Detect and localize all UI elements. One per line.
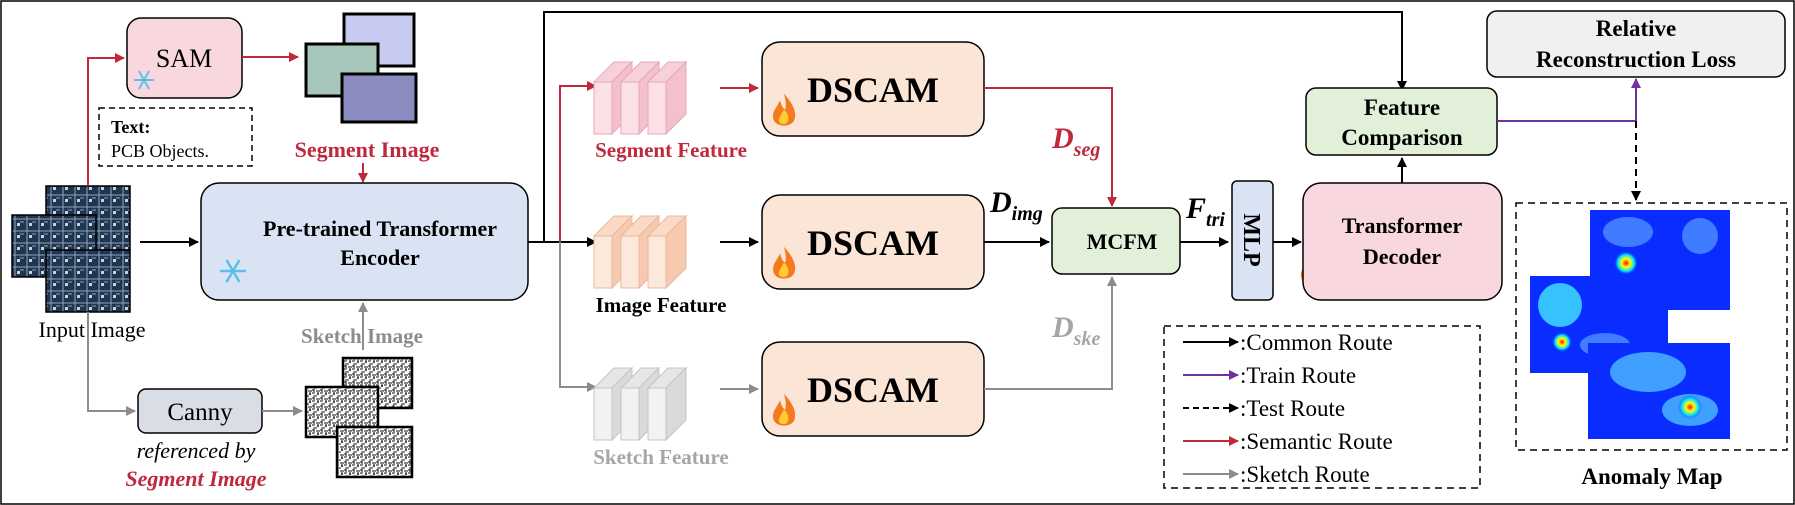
comparison-line2: Comparison <box>1341 125 1463 150</box>
legend: :Common Route :Train Route :Test Route :Sem… <box>1183 330 1393 487</box>
arrow-input-canny <box>87 312 136 416</box>
segment-image <box>304 12 418 124</box>
f-tri-symbol: Ftri <box>1185 192 1225 231</box>
snowflake-icon <box>134 70 154 90</box>
arrow-encoder-sketch-feature <box>559 242 597 392</box>
d-ske-symbol: Dske <box>1051 311 1100 350</box>
snowflake-icon <box>220 259 246 283</box>
decoder-line1: Transformer <box>1342 213 1463 238</box>
text-prompt-title: Text: <box>111 117 150 137</box>
loss-line1: Relative <box>1596 16 1676 41</box>
mcfm-label: MCFM <box>1087 229 1158 254</box>
mlp-label: MLP <box>1238 213 1264 266</box>
dscam-segment-label: DSCAM <box>807 70 939 110</box>
anomaly-map-images <box>1530 210 1730 439</box>
dscam-image-label: DSCAM <box>807 223 939 263</box>
arrow-encoder-segment-feature <box>559 81 597 242</box>
sketch-feature-label: Sketch Feature <box>593 445 729 469</box>
anomaly-map-label: Anomaly Map <box>1581 464 1722 489</box>
arrow-dscam-ske-mcfm <box>984 276 1117 390</box>
input-image <box>11 185 131 313</box>
segment-feature-stack <box>592 60 688 136</box>
flame-icon <box>772 93 796 126</box>
canny-note-line2: Segment Image <box>125 466 266 491</box>
arrow-input-sam <box>87 53 125 186</box>
loss-box <box>1486 10 1786 78</box>
encoder-box <box>200 182 529 301</box>
arrow-dscam-seg-mcfm <box>984 87 1117 207</box>
decoder-box <box>1302 182 1503 301</box>
image-feature-label: Image Feature <box>596 293 727 317</box>
arrow-encoder-comparison <box>543 11 1407 242</box>
image-feature-stack <box>592 214 688 290</box>
text-prompt-box <box>98 107 253 167</box>
d-seg-symbol: Dseg <box>1051 122 1100 161</box>
flame-icon <box>772 393 796 426</box>
dscam-sketch-label: DSCAM <box>807 370 939 410</box>
text-prompt-body: PCB Objects. <box>111 141 209 161</box>
sketch-feature-stack <box>592 366 688 442</box>
legend-label-0: :Common Route <box>1240 330 1393 355</box>
legend-label-4: :Sketch Route <box>1240 462 1370 487</box>
arrow-comparison-loss <box>1497 78 1641 122</box>
sketch-image <box>304 356 414 479</box>
legend-label-1: :Train Route <box>1240 363 1356 388</box>
canny-label: Canny <box>167 399 233 426</box>
legend-label-3: :Semantic Route <box>1240 429 1393 454</box>
loss-line2: Reconstruction Loss <box>1536 47 1736 72</box>
segment-image-label: Segment Image <box>295 137 440 162</box>
encoder-line2: Encoder <box>340 245 420 270</box>
segment-feature-label: Segment Feature <box>595 138 747 162</box>
dscam-image: DSCAM <box>761 194 985 290</box>
canny-note-line1: referenced by <box>137 438 256 463</box>
comparison-line1: Feature <box>1364 95 1440 120</box>
mlp-box <box>1231 180 1274 301</box>
dscam-sketch: DSCAM <box>761 341 985 437</box>
sam-label: SAM <box>156 44 212 73</box>
encoder-line1: Pre-trained Transformer <box>263 216 497 241</box>
anomaly-map-frame <box>1515 202 1788 451</box>
decoder-line2: Decoder <box>1363 244 1441 269</box>
legend-label-2: :Test Route <box>1240 396 1345 421</box>
input-image-label: Input Image <box>39 317 146 342</box>
d-img-symbol: Dimg <box>989 186 1043 225</box>
flame-icon <box>772 246 796 279</box>
dscam-segment: DSCAM <box>761 41 985 137</box>
